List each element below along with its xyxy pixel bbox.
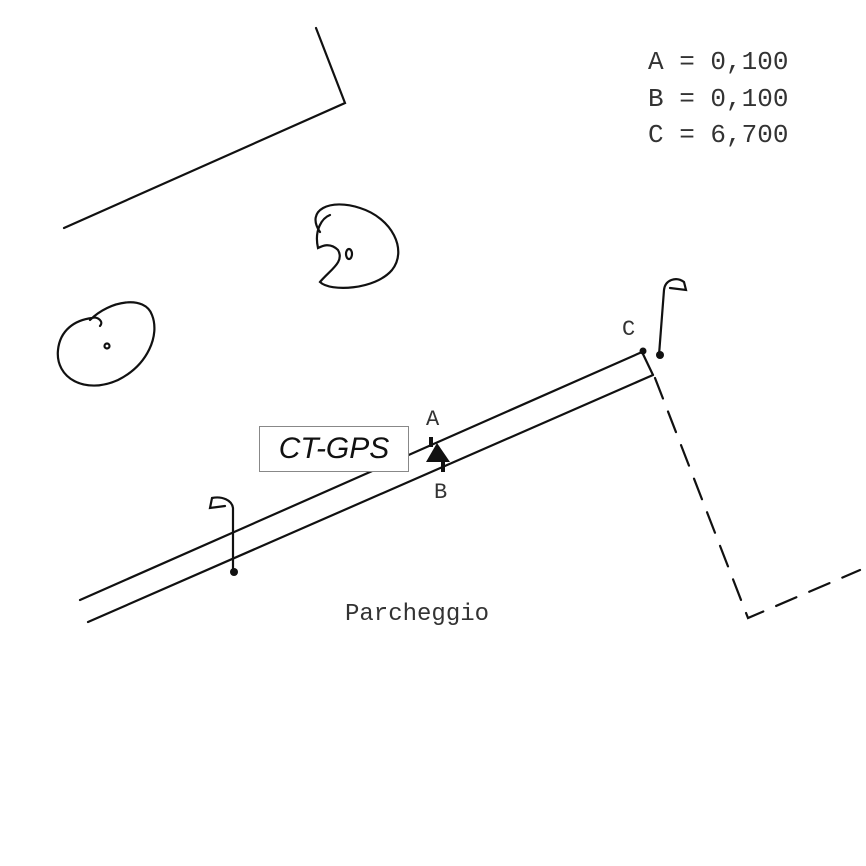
tree-1-trunk — [344, 247, 354, 261]
point-a-label: A — [426, 407, 440, 432]
boundary-dashed — [653, 376, 862, 620]
legend-line-c: C = 6,700 — [648, 120, 788, 150]
road-edge-lower — [86, 373, 655, 624]
point-b-label: B — [434, 480, 447, 505]
tree-2 — [56, 301, 156, 387]
point-c-label: C — [622, 317, 635, 342]
flag-pole-right — [657, 278, 688, 357]
legend-line-a: A = 0,100 — [648, 47, 788, 77]
parking-label: Parcheggio — [345, 601, 489, 628]
building-outline — [62, 26, 347, 230]
gps-triangle-icon — [426, 443, 450, 462]
road-end — [640, 350, 655, 377]
survey-point-right — [656, 351, 664, 359]
road-edge-upper — [78, 350, 644, 602]
tree-2-trunk — [103, 342, 111, 350]
flag-pole-left — [208, 496, 235, 574]
point-c-marker — [639, 347, 647, 355]
survey-point-left — [230, 568, 238, 576]
station-label-box: CT-GPS — [259, 426, 409, 472]
legend-line-b: B = 0,100 — [648, 84, 788, 114]
tree-1 — [314, 203, 400, 289]
